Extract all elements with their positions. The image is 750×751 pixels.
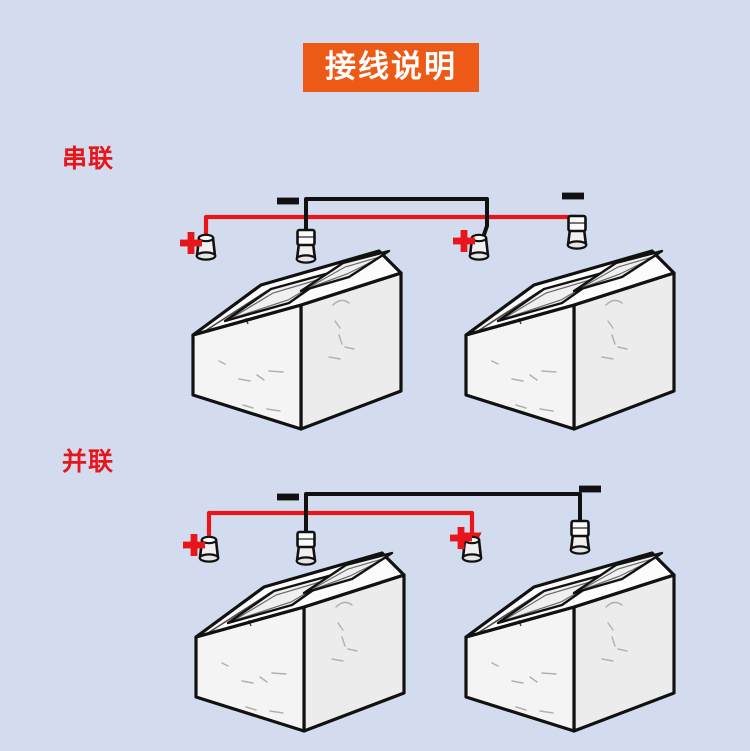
series-right-minus-marker [562,192,584,200]
parallel-black-wire [304,492,582,536]
parallel-battery-right [464,551,676,733]
series-black-wire [304,197,489,255]
page-title: 接线说明 [325,49,457,85]
parallel-right-negative-post [569,519,591,555]
series-red-wire [199,214,587,254]
series-right-negative-post [566,214,588,250]
parallel-battery-left [194,551,406,733]
series-right-plus-marker [453,230,475,252]
section-label-parallel: 并联 [62,447,115,476]
parallel-right-positive-post [461,535,483,563]
series-battery-left [191,249,403,431]
series-left-plus-marker [180,232,202,254]
parallel-right-minus-marker [579,485,601,493]
series-right-positive-post [468,233,490,261]
parallel-left-plus-marker [183,534,205,556]
parallel-left-negative-post [295,530,317,566]
series-left-negative-post [295,228,317,264]
parallel-left-minus-marker [277,493,299,501]
title-banner: 接线说明 [303,43,479,92]
series-diagram [180,192,676,431]
parallel-red-wire [202,510,482,556]
series-left-minus-marker [277,197,299,205]
section-label-series: 串联 [62,144,115,173]
parallel-left-positive-post [198,535,220,563]
series-left-positive-post [195,233,217,261]
parallel-right-plus-marker [450,527,472,549]
parallel-diagram [183,485,676,733]
series-battery-right [464,249,676,431]
